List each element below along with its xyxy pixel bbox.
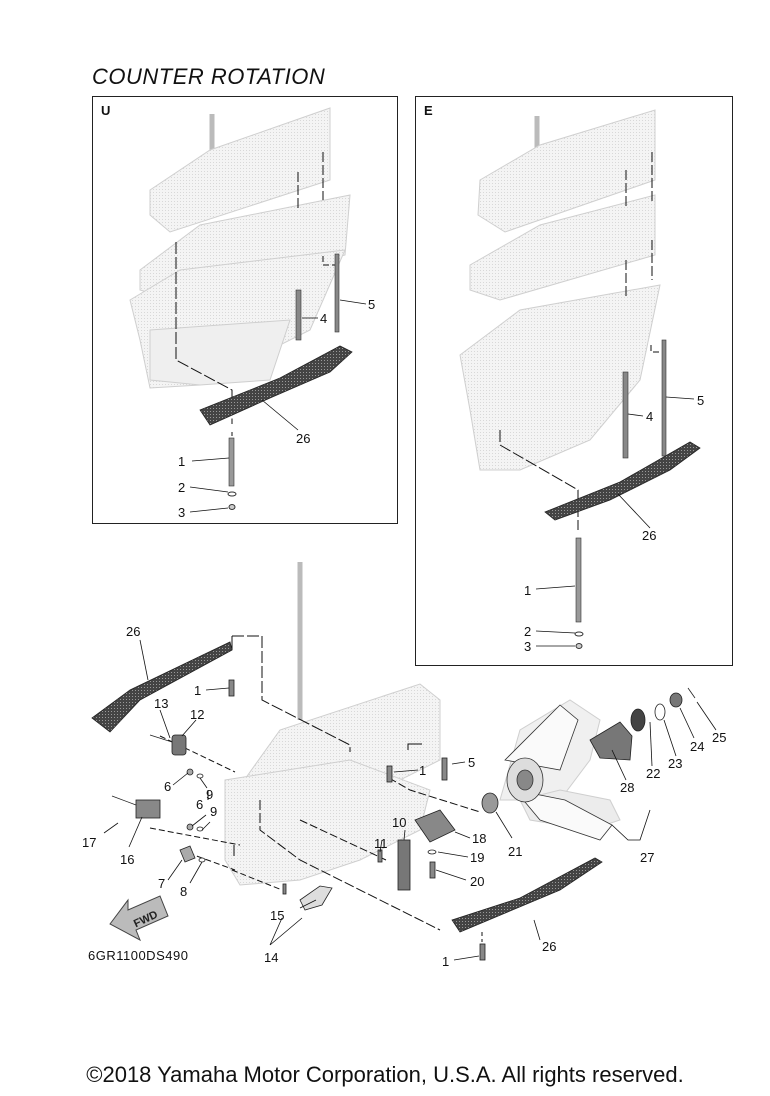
callout-8: 8 [180,884,187,899]
callout-4: 4 [646,409,653,424]
panel-u: U [92,96,398,524]
callout-11: 11 [374,836,388,851]
panel-u-label: U [101,103,111,118]
callout-lines [103,299,717,961]
fwd-arrow: FWD [109,895,169,942]
callout-1: 1 [178,454,185,469]
callout-24: 24 [690,739,704,754]
callout-17: 17 [82,835,96,850]
callout-1: 1 [419,763,426,778]
callout-16: 16 [120,852,134,867]
main-parts [91,641,696,961]
callout-15: 15 [270,908,284,923]
callout-26: 26 [642,528,656,543]
callout-23: 23 [668,756,682,771]
callout-26: 26 [126,624,140,639]
copyright-notice: ©2018 Yamaha Motor Corporation, U.S.A. A… [86,1062,684,1087]
panel-e-label: E [424,103,433,118]
callout-3: 3 [524,639,531,654]
callout-26: 26 [296,431,310,446]
callout-22: 22 [646,766,660,781]
callout-26: 26 [542,939,556,954]
callout-1: 1 [194,683,201,698]
diagram-code: 6GR1100DS490 [88,948,189,963]
callouts-main: 26 1 13 12 6 9 17 16 6 9 7 8 10 11 1 5 1… [82,624,726,969]
callout-1: 1 [442,954,449,969]
callout-9: 9 [206,787,213,802]
diagram-title: COUNTER ROTATION [92,64,326,89]
callout-1: 1 [524,583,531,598]
callout-9: 9 [210,804,217,819]
panel-e-artwork [459,109,661,471]
main-leaders [149,635,483,942]
callout-4: 4 [320,311,327,326]
callout-20: 20 [470,874,484,889]
panel-u-parts [199,253,353,510]
callout-5: 5 [468,755,475,770]
callout-6: 6 [164,779,171,794]
callout-3: 3 [178,505,185,520]
callout-2: 2 [524,624,531,639]
callout-18: 18 [472,831,486,846]
callouts-panel-u: 4 5 26 1 2 3 [178,297,375,520]
panel-u-artwork [129,107,351,389]
callout-5: 5 [697,393,704,408]
callout-28: 28 [620,780,634,795]
callout-19: 19 [470,850,484,865]
callout-27: 27 [640,850,654,865]
callout-21: 21 [508,844,522,859]
panel-e: E [415,96,733,666]
callout-12: 12 [190,707,204,722]
callout-25: 25 [712,730,726,745]
callout-10: 10 [392,815,406,830]
panel-e-parts [544,339,701,649]
callout-6: 6 [196,797,203,812]
propeller [504,704,613,841]
callout-13: 13 [154,696,168,711]
callout-2: 2 [178,480,185,495]
callout-7: 7 [158,876,165,891]
callout-14: 14 [264,950,278,965]
callouts-panel-e: 4 5 26 1 2 3 [524,393,704,654]
callout-5: 5 [368,297,375,312]
